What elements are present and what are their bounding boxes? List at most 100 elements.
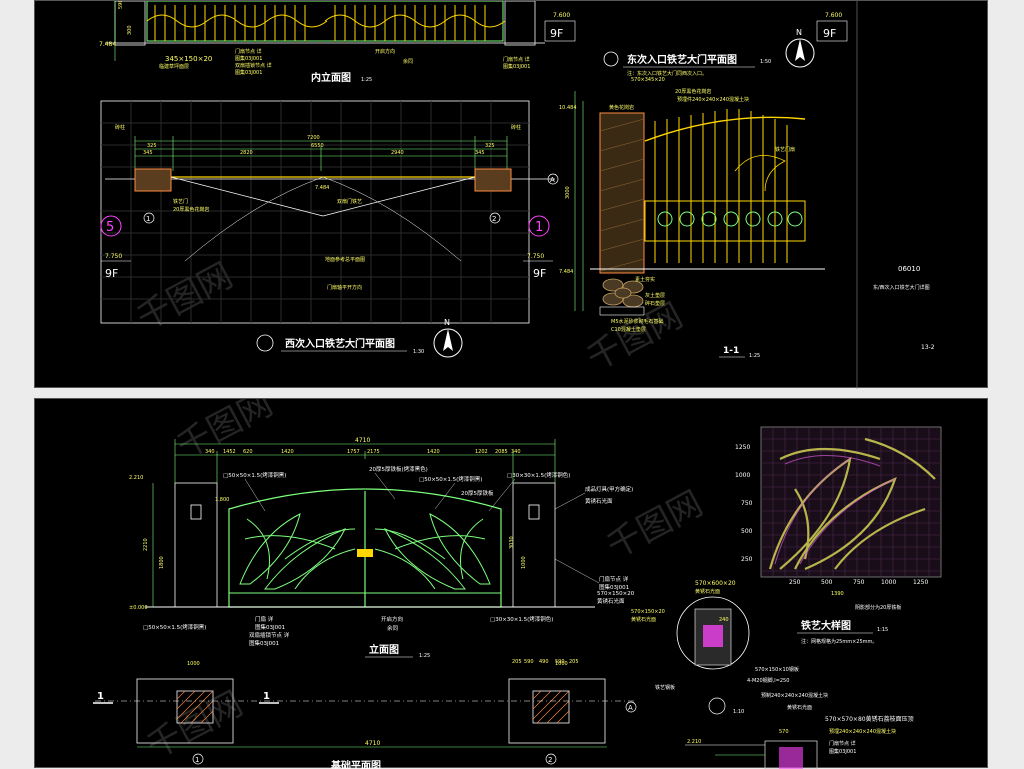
svg-text:图集03J001: 图集03J001	[235, 69, 262, 76]
foundation-title: 基础平面图	[330, 759, 381, 769]
svg-text:250: 250	[741, 556, 753, 563]
svg-text:1:30: 1:30	[413, 349, 424, 355]
svg-text:1: 1	[146, 215, 150, 223]
foundation-plan: 1000 1000 A 1 1 4710 1 2 205 590	[93, 659, 637, 769]
svg-text:黄锈石光面: 黄锈石光面	[585, 497, 613, 505]
svg-text:图集03J001: 图集03J001	[249, 639, 279, 647]
svg-text:阴影部分为20厚铁板: 阴影部分为20厚铁板	[855, 604, 901, 611]
svg-text:图集03J001: 图集03J001	[503, 63, 530, 70]
east-plan-title: 东次入口铁艺大门平面图	[627, 53, 737, 66]
svg-text:1250: 1250	[735, 444, 750, 451]
svg-text:4-M20钢脚,l=250: 4-M20钢脚,l=250	[747, 677, 789, 684]
svg-text:7200: 7200	[307, 135, 320, 141]
svg-text:325: 325	[485, 143, 495, 149]
svg-text:1000: 1000	[881, 579, 896, 586]
svg-text:地面参考总平面图: 地面参考总平面图	[325, 256, 365, 263]
svg-text:570: 570	[779, 729, 789, 735]
svg-text:7.600: 7.600	[825, 12, 842, 19]
svg-text:13-2: 13-2	[921, 344, 935, 351]
svg-text:黄锈石光面: 黄锈石光面	[597, 597, 625, 605]
svg-text:图集03J001: 图集03J001	[255, 623, 285, 631]
svg-text:双扇插锁节点 详: 双扇插锁节点 详	[235, 62, 272, 69]
svg-text:20厚5厚铁板: 20厚5厚铁板	[461, 489, 494, 497]
svg-text:注：东次入口铁艺大门同西次入口。: 注：东次入口铁艺大门同西次入口。	[627, 70, 707, 77]
svg-text:570×150×10钢板: 570×150×10钢板	[755, 666, 799, 673]
svg-text:注：网格规格为25mm×25mm。: 注：网格规格为25mm×25mm。	[801, 638, 877, 645]
svg-text:5: 5	[106, 220, 114, 235]
svg-text:图集03J001: 图集03J001	[235, 55, 262, 62]
svg-text:250: 250	[789, 579, 801, 586]
svg-text:300: 300	[127, 25, 133, 35]
svg-text:铁艺门: 铁艺门	[173, 198, 188, 205]
floor-tag-left: 7.750 9F	[101, 253, 131, 280]
svg-text:千图网: 千图网	[600, 484, 709, 567]
svg-text:1250: 1250	[913, 579, 928, 586]
svg-text:590: 590	[555, 659, 565, 665]
inner-elevation: 7.484 345×150×20 临建草坪面层 门扇节点 详 图集03J001 …	[99, 1, 545, 84]
svg-text:开启方向: 开启方向	[375, 48, 395, 55]
svg-text:门扇节点 详: 门扇节点 详	[503, 56, 530, 63]
svg-text:3030: 3030	[509, 536, 515, 549]
svg-text:千图网: 千图网	[130, 256, 239, 339]
ironwork-detail-grid: 1250 1000 750 500 250 250 500 750 1000 1…	[735, 426, 942, 611]
ironwork-detail-title-block: 铁艺大样图 1:15 注：网格规格为25mm×25mm。	[797, 619, 888, 645]
north-arrow-top: N	[785, 28, 815, 68]
svg-text:750: 750	[853, 579, 865, 586]
svg-text:□50×50×1.5(烤漆铜黑): □50×50×1.5(烤漆铜黑)	[223, 471, 286, 479]
svg-text:1: 1	[535, 220, 543, 235]
svg-text:1000: 1000	[187, 661, 200, 667]
svg-text:570×345×20: 570×345×20	[631, 77, 665, 83]
svg-text:9F: 9F	[823, 27, 836, 40]
svg-text:3000: 3000	[565, 186, 571, 199]
svg-text:1: 1	[97, 691, 104, 702]
svg-text:1757: 1757	[347, 449, 360, 455]
svg-text:1390: 1390	[831, 591, 844, 597]
west-plan-title-block: 西次入口铁艺大门平面图 1:30	[256, 334, 424, 355]
svg-text:4710: 4710	[355, 437, 370, 444]
svg-text:门扇节点 详: 门扇节点 详	[599, 575, 629, 583]
svg-text:1000: 1000	[555, 661, 568, 667]
svg-text:图集03J001: 图集03J001	[829, 748, 856, 755]
svg-text:东/西次入口铁艺大门详图: 东/西次入口铁艺大门详图	[873, 284, 930, 291]
svg-text:门扇节点 详: 门扇节点 详	[235, 48, 262, 55]
svg-text:2: 2	[548, 756, 552, 764]
svg-text:灰土垫层: 灰土垫层	[645, 292, 665, 299]
svg-text:20厚黑色花岗岩: 20厚黑色花岗岩	[173, 206, 209, 213]
svg-text:门扇 详: 门扇 详	[255, 615, 274, 623]
cad-drawing-bottom: 千图网 千图网 千图网 4710 340 1452 620 1420 1757 …	[93, 399, 942, 769]
inner-elevation-title: 内立面图	[311, 71, 351, 84]
pier-section-bottom: 570×570×80黄锈石荔枝面压顶 预埋240×240×240混凝土块 门扇节…	[685, 715, 914, 769]
svg-text:A: A	[550, 176, 555, 184]
svg-text:素土夯实: 素土夯实	[635, 276, 655, 283]
svg-text:9F: 9F	[550, 27, 563, 40]
axis-marker-1: 1	[528, 215, 550, 237]
svg-text:千图网: 千图网	[580, 296, 689, 379]
svg-text:黄锈石光面: 黄锈石光面	[695, 588, 720, 595]
svg-text:□30×30×1.5(烤漆铜色): □30×30×1.5(烤漆铜色)	[490, 615, 553, 623]
svg-text:铁艺钢板: 铁艺钢板	[655, 684, 675, 691]
svg-text:620: 620	[243, 449, 253, 455]
svg-text:图集03J001: 图集03J001	[599, 583, 629, 591]
svg-text:1:25: 1:25	[749, 353, 760, 359]
svg-text:2940: 2940	[391, 150, 404, 156]
svg-text:±0.000: ±0.000	[129, 605, 148, 611]
drawing-sheet-bottom: 千图网 千图网 千图网 4710 340 1452 620 1420 1757 …	[34, 398, 988, 769]
east-plan-title-block: 东次入口铁艺大门平面图 1:50 注：东次入口铁艺大门同西次入口。	[603, 51, 771, 77]
ironwork-detail-title: 铁艺大样图	[801, 619, 851, 632]
svg-text:500: 500	[741, 528, 753, 535]
floor-tag-top-right: 7.600 9F	[816, 12, 848, 42]
svg-text:2085: 2085	[495, 449, 508, 455]
svg-text:340: 340	[205, 449, 215, 455]
svg-text:7.600: 7.600	[553, 12, 570, 19]
svg-text:9F: 9F	[533, 267, 546, 280]
svg-text:1420: 1420	[427, 449, 440, 455]
svg-text:20厚5厚铁板(烤漆黑色): 20厚5厚铁板(烤漆黑色)	[369, 465, 428, 473]
svg-text:双扇插锁节点 详: 双扇插锁节点 详	[249, 631, 290, 639]
svg-text:7.484: 7.484	[559, 269, 573, 275]
svg-text:1.800: 1.800	[215, 497, 229, 503]
svg-text:2820: 2820	[240, 150, 253, 156]
gate-elevation: 4710 340 1452 620 1420 1757 2175 1420 12…	[129, 437, 635, 659]
svg-text:10.484: 10.484	[559, 105, 577, 111]
watermark-top: 千图网 千图网	[130, 256, 689, 379]
svg-text:千图网: 千图网	[170, 399, 279, 467]
